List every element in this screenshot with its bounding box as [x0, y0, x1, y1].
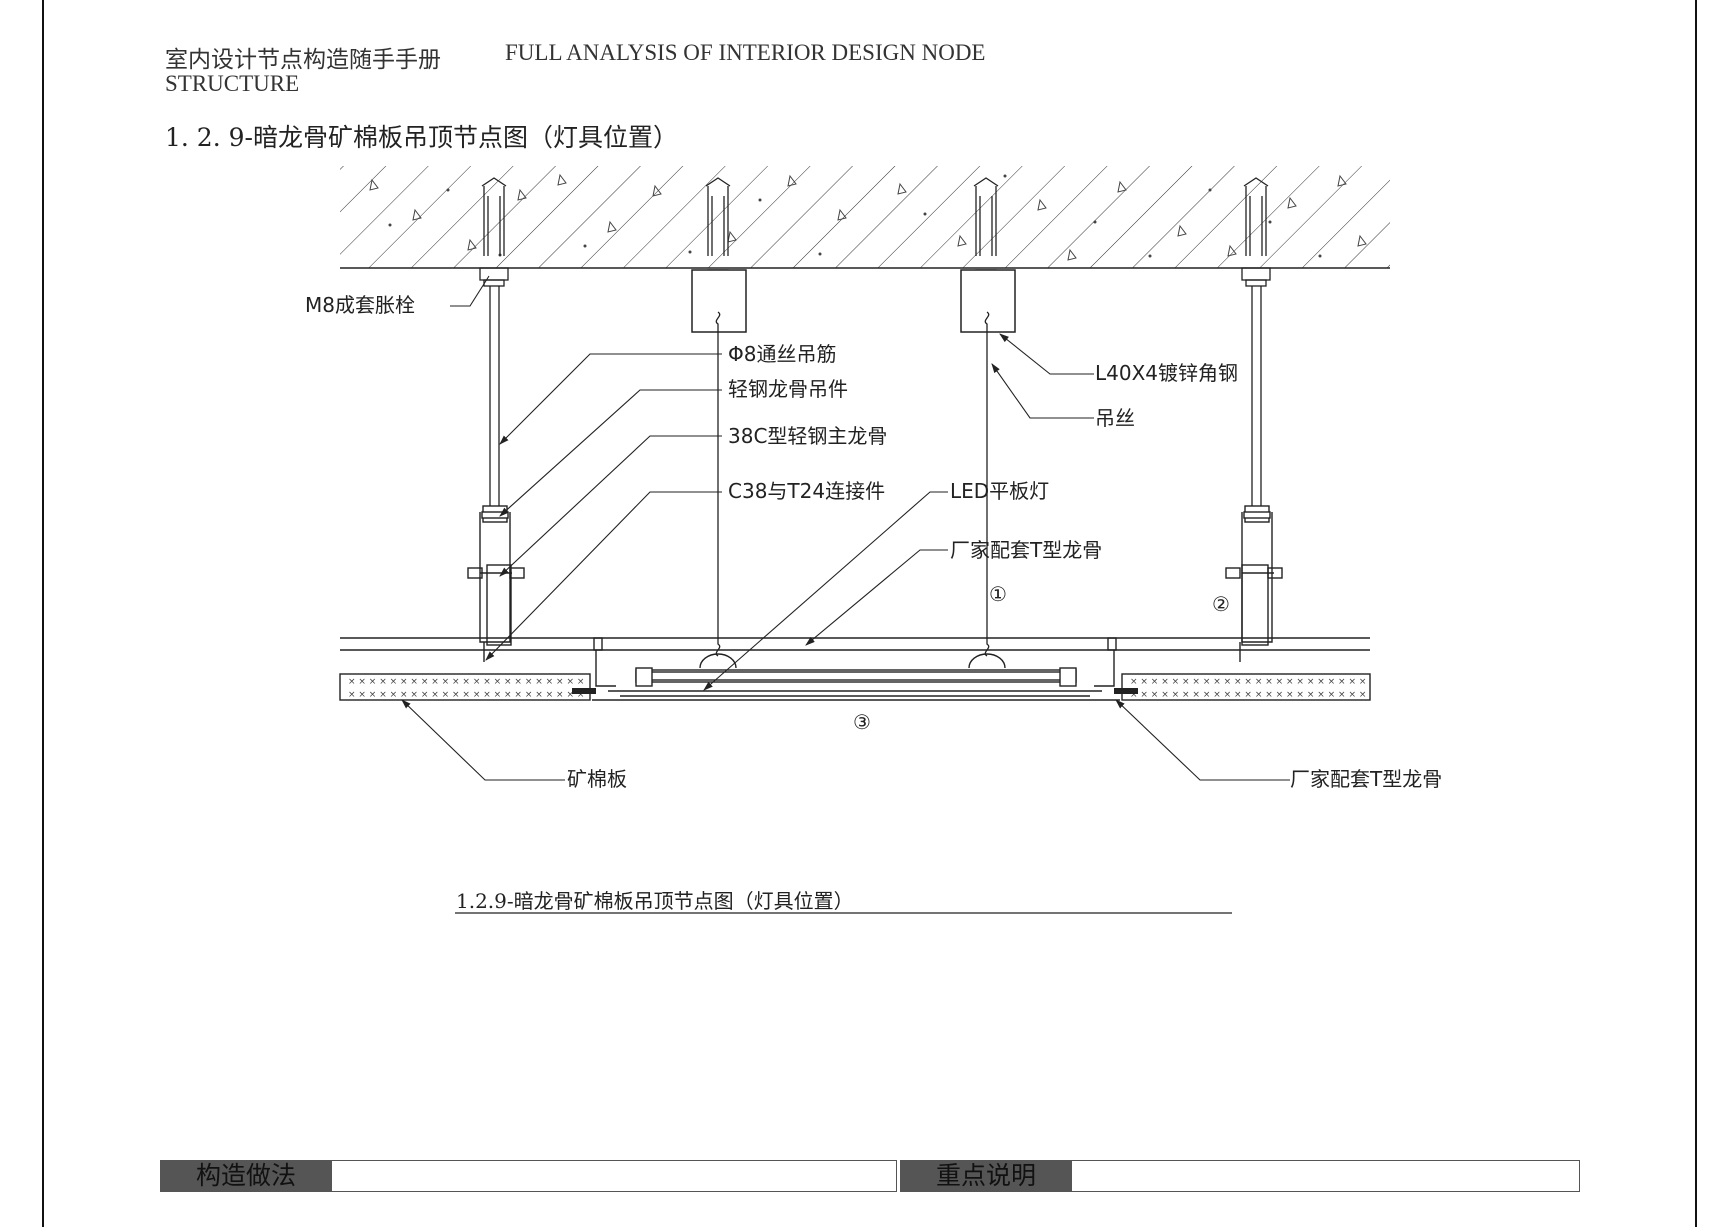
label-t-keel-top: 厂家配套T型龙骨	[950, 538, 1102, 562]
right-hanger-assembly	[1225, 505, 1283, 662]
marker-2: ②	[1212, 592, 1230, 616]
svg-text:× × × × × × × × × × × × × × ×: × × × × × × × × × × × × × × × × × × × × …	[348, 677, 584, 687]
svg-text:× × × × × × × × × × × × × × ×: × × × × × × × × × × × × × × × × × × × × …	[1130, 677, 1366, 687]
label-m8-bolt: M8成套胀栓	[305, 293, 415, 317]
label-angle-steel: L40X4镀锌角钢	[1095, 361, 1238, 385]
svg-text:× × × × × × × × × × × × × × ×: × × × × × × × × × × × × × × × × × × × × …	[1130, 690, 1366, 700]
header-title-en: FULL ANALYSIS OF INTERIOR DESIGN NODE	[505, 40, 986, 65]
footer-method-label: 构造做法	[160, 1160, 332, 1192]
label-connector: C38与T24连接件	[728, 479, 885, 503]
svg-text:× × × × × × × × × × × × × × ×: × × × × × × × × × × × × × × × × × × × × …	[348, 690, 584, 700]
page-border-right	[1695, 0, 1697, 1227]
label-main-keel: 38C型轻钢主龙骨	[728, 424, 887, 448]
label-mineral-board: 矿棉板	[567, 767, 627, 791]
label-rod: Φ8通丝吊筋	[728, 342, 836, 366]
mineral-boards: × × × × × × × × × × × × × × × × × × × × …	[339, 673, 1371, 701]
footer-key-label: 重点说明	[900, 1160, 1072, 1192]
led-panel	[595, 650, 1115, 697]
page-border-left	[42, 0, 44, 1227]
header-title-cn: 室内设计节点构造随手手册	[165, 47, 441, 72]
hanging-rods	[489, 286, 1262, 506]
section-title: 1. 2. 9-暗龙骨矿棉板吊顶节点图（灯具位置）	[165, 123, 678, 152]
keel-lines	[340, 637, 1370, 651]
hanging-wires	[715, 311, 990, 657]
label-t-keel-bottom: 厂家配套T型龙骨	[1290, 767, 1442, 791]
leader-lines	[401, 275, 1290, 914]
marker-1: ①	[989, 582, 1007, 606]
drawing-caption: 1.2.9-暗龙骨矿棉板吊顶节点图（灯具位置）	[456, 889, 854, 913]
angle-steel-brackets	[691, 269, 1016, 333]
label-hanger: 轻钢龙骨吊件	[728, 377, 848, 401]
label-led-panel: LED平板灯	[950, 479, 1049, 503]
marker-3: ③	[853, 710, 871, 734]
header-title-en-line2: STRUCTURE	[165, 71, 300, 96]
label-wire: 吊丝	[1095, 406, 1135, 430]
concrete-slab	[340, 166, 1390, 269]
